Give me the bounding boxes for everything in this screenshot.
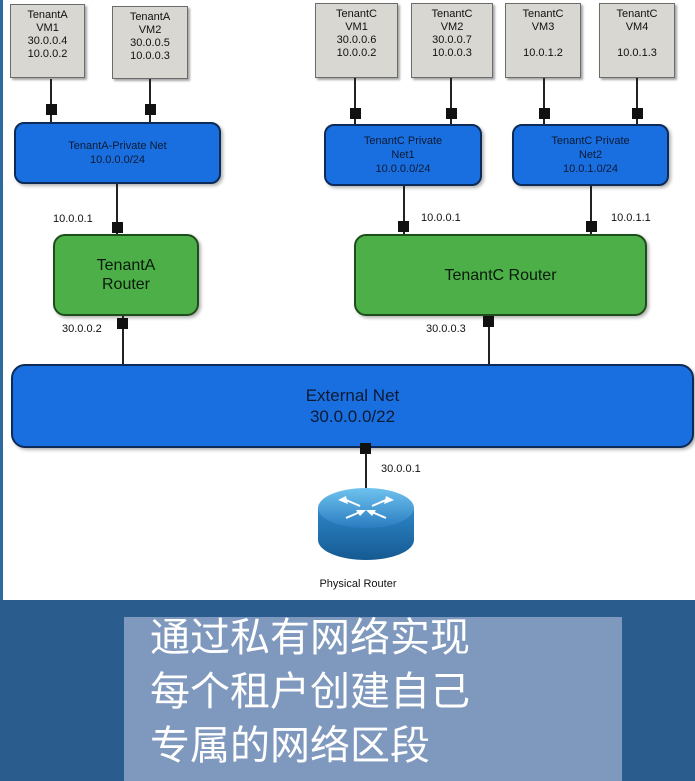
net-cidr: 10.0.0.0/24	[375, 163, 431, 175]
vm-tenant-label: TenantA	[27, 9, 68, 21]
net-name: TenantA-Private Net	[68, 140, 167, 152]
router-name: Router	[101, 276, 151, 293]
port	[112, 222, 123, 233]
ip-label: 30.0.0.1	[381, 463, 421, 475]
port	[632, 108, 643, 119]
vm-tenanta-vm2: TenantA VM2 30.0.0.5 10.0.0.3	[112, 6, 188, 79]
network-diagram: TenantA VM1 30.0.0.4 10.0.0.2 TenantA VM…	[0, 0, 695, 600]
vm-ip-private: 10.0.1.2	[523, 47, 563, 59]
connector-line	[403, 186, 405, 236]
port	[446, 108, 457, 119]
connector-line	[450, 78, 452, 124]
vm-ip-private: 10.0.0.2	[27, 48, 68, 60]
vm-tenant-label: TenantC	[431, 8, 473, 20]
port	[117, 318, 128, 329]
net-cidr: 30.0.0.0/22	[309, 407, 396, 426]
vm-ip-external: 30.0.0.7	[432, 34, 472, 46]
physical-router-label: Physical Router	[319, 578, 397, 590]
caption-box	[124, 617, 622, 781]
port	[483, 316, 494, 327]
net-cidr: 10.0.0.0/24	[89, 154, 146, 166]
connector-line	[636, 78, 638, 124]
net-name: External Net	[305, 386, 400, 405]
external-net: External Net 30.0.0.0/22	[11, 364, 694, 448]
vm-tenantc-vm3: TenantC VM3 10.0.1.2	[505, 3, 581, 78]
connector-line	[149, 79, 151, 122]
connector-line	[122, 316, 124, 366]
vm-ip-external: 30.0.0.5	[130, 37, 170, 49]
router-name: TenantC Router	[444, 266, 557, 284]
router-name: TenantA	[96, 257, 156, 274]
connector-line	[488, 316, 490, 366]
vm-name-label: VM1	[345, 21, 368, 33]
port	[586, 221, 597, 232]
vm-name-label: VM4	[625, 21, 649, 33]
caption-line-1: 通过私有网络实现	[150, 615, 470, 661]
vm-tenantc-vm1: TenantC VM1 30.0.0.6 10.0.0.2	[315, 3, 398, 78]
connector-line	[50, 79, 52, 122]
port	[145, 104, 156, 115]
connector-line	[543, 78, 545, 124]
ip-label: 10.0.0.1	[53, 213, 93, 225]
ip-label: 30.0.0.2	[62, 323, 102, 335]
ip-label: 30.0.0.3	[426, 323, 466, 335]
connector-line	[365, 453, 367, 495]
vm-ip-external	[506, 34, 580, 47]
tenantc-router: TenantC Router	[354, 234, 647, 316]
vm-ip-private: 10.0.0.2	[336, 47, 377, 59]
caption-line-2: 每个租户创建自己	[150, 669, 470, 715]
port	[350, 108, 361, 119]
tenanta-private-net: TenantA-Private Net 10.0.0.0/24	[14, 122, 221, 184]
vm-tenant-label: TenantC	[522, 8, 564, 20]
vm-ip-private: 10.0.0.3	[130, 50, 170, 62]
vm-tenant-label: TenantC	[336, 8, 377, 20]
vm-name-label: VM1	[36, 22, 59, 34]
vm-name-label: VM2	[138, 24, 162, 36]
vm-ip-private: 10.0.0.3	[432, 47, 472, 59]
port	[398, 221, 409, 232]
port	[360, 443, 371, 454]
vm-tenantc-vm4: TenantC VM4 10.0.1.3	[599, 3, 675, 78]
vm-tenant-label: TenantC	[616, 8, 658, 20]
vm-tenantc-vm2: TenantC VM2 30.0.0.7 10.0.0.3	[411, 3, 493, 78]
vm-tenanta-vm1: TenantA VM1 30.0.0.4 10.0.0.2	[10, 4, 85, 78]
caption-line-3: 专属的网络区段	[150, 723, 430, 769]
connector-line	[116, 184, 118, 236]
vm-tenant-label: TenantA	[129, 11, 171, 23]
connector-line	[354, 78, 356, 124]
port	[539, 108, 550, 119]
physical-router-icon	[318, 488, 414, 560]
vm-name-label: VM2	[440, 21, 464, 33]
port	[46, 104, 57, 115]
ip-label: 10.0.0.1	[421, 212, 461, 224]
vm-ip-private: 10.0.1.3	[617, 47, 657, 59]
vm-name-label: VM3	[531, 21, 555, 33]
net-cidr: 10.0.1.0/24	[562, 163, 619, 175]
vm-ip-external: 30.0.0.4	[27, 35, 68, 47]
ip-label: 10.0.1.1	[611, 212, 651, 224]
tenanta-router: TenantA Router	[53, 234, 199, 316]
vm-ip-external	[600, 34, 674, 47]
vm-ip-external: 30.0.0.6	[336, 34, 377, 46]
connector-line	[590, 186, 592, 236]
